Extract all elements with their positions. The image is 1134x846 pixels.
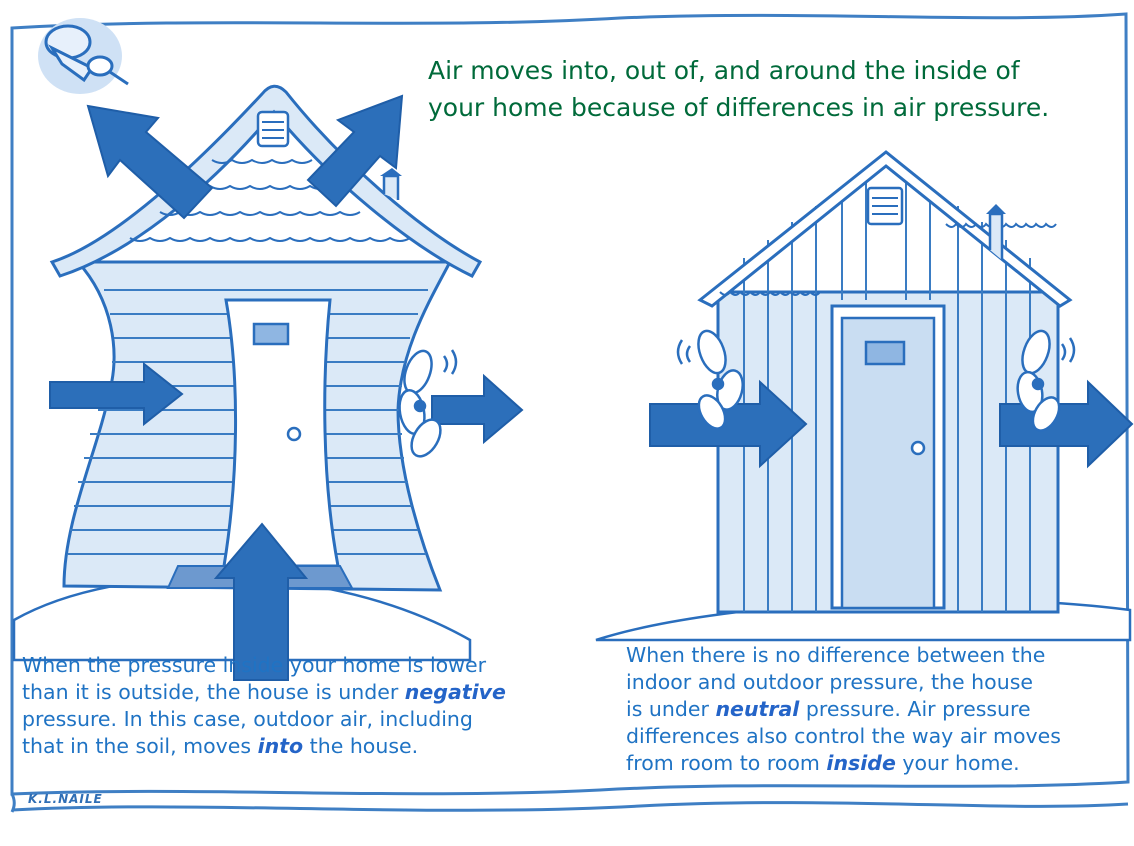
title-line-2: your home because of differences in air … — [428, 89, 1108, 126]
emphasis-inside: inside — [826, 751, 895, 775]
caption-right-line-5: from room to room inside your home. — [626, 750, 1126, 777]
caption-text: is under — [626, 697, 715, 721]
caption-text: than it is outside, the house is under — [22, 680, 405, 704]
caption-neutral-pressure: When there is no difference between the … — [626, 642, 1126, 777]
paper-curl — [12, 794, 14, 812]
diagram-title: Air moves into, out of, and around the i… — [428, 52, 1108, 126]
caption-text: your home. — [896, 751, 1020, 775]
caption-left-line-1: When the pressure inside your home is lo… — [22, 652, 582, 679]
caption-right-line-2: indoor and outdoor pressure, the house — [626, 669, 1126, 696]
caption-text: from room to room — [626, 751, 826, 775]
caption-right-line-3: is under neutral pressure. Air pressure — [626, 696, 1126, 723]
artist-signature: K.L.NAILE — [28, 792, 103, 806]
caption-right-line-4: differences also control the way air mov… — [626, 723, 1126, 750]
caption-right-line-1: When there is no difference between the — [626, 642, 1126, 669]
emphasis-neutral: neutral — [715, 697, 799, 721]
title-line-1: Air moves into, out of, and around the i… — [428, 52, 1108, 89]
caption-text: that in the soil, moves — [22, 734, 258, 758]
caption-text: the house. — [303, 734, 418, 758]
caption-text: pressure. Air pressure — [799, 697, 1030, 721]
caption-left-line-4: that in the soil, moves into the house. — [22, 733, 582, 760]
caption-negative-pressure: When the pressure inside your home is lo… — [22, 652, 582, 760]
emphasis-negative: negative — [405, 680, 506, 704]
caption-left-line-3: pressure. In this case, outdoor air, inc… — [22, 706, 582, 733]
emphasis-into: into — [258, 734, 304, 758]
paper-bottom-edge — [12, 803, 1128, 811]
caption-left-line-2: than it is outside, the house is under n… — [22, 679, 582, 706]
